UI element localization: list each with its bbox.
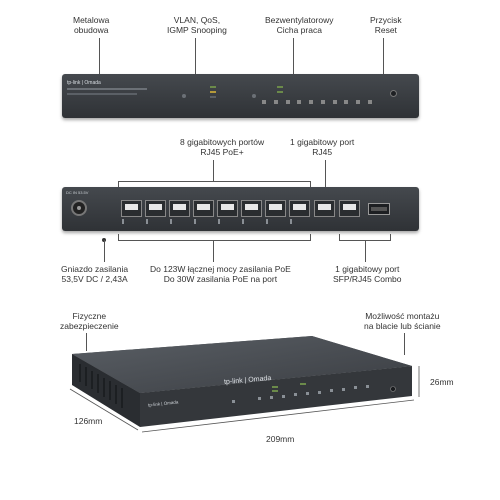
port-led-row	[262, 100, 372, 106]
power-label: DC IN 53.5V	[66, 190, 89, 195]
leader-line	[293, 38, 294, 75]
leader-line	[99, 38, 100, 75]
rj45-combo-port[interactable]	[339, 200, 360, 217]
brand-logo: tp-link | Omada	[67, 80, 101, 86]
callout-vlan-qos: VLAN, QoS,IGMP Snooping	[167, 15, 227, 35]
reset-button-iso[interactable]	[390, 386, 396, 392]
rj45-poe-port-3[interactable]	[241, 200, 262, 217]
rj45-poe-port-7[interactable]	[145, 200, 166, 217]
power-led	[182, 94, 186, 98]
dimension-height: 26mm	[430, 377, 454, 387]
rj45-poe-port-5[interactable]	[193, 200, 214, 217]
leader-line	[195, 38, 196, 84]
rj45-poe-port-4[interactable]	[217, 200, 238, 217]
switch-front-panel: tp-link | Omada	[62, 74, 419, 118]
rj45-poe-port-1[interactable]	[289, 200, 310, 217]
sfp-port[interactable]	[368, 203, 390, 215]
rj45-poe-port-2[interactable]	[265, 200, 286, 217]
rj45-poe-port-6[interactable]	[169, 200, 190, 217]
dc-power-jack[interactable]	[71, 200, 87, 216]
dimension-width: 209mm	[266, 434, 295, 444]
rj45-port-9[interactable]	[314, 200, 335, 217]
rj45-poe-port-8[interactable]	[121, 200, 142, 217]
reset-button[interactable]	[390, 90, 397, 97]
dimension-depth: 126mm	[74, 416, 103, 426]
leader-line	[383, 38, 384, 84]
poe-max-led	[252, 94, 256, 98]
